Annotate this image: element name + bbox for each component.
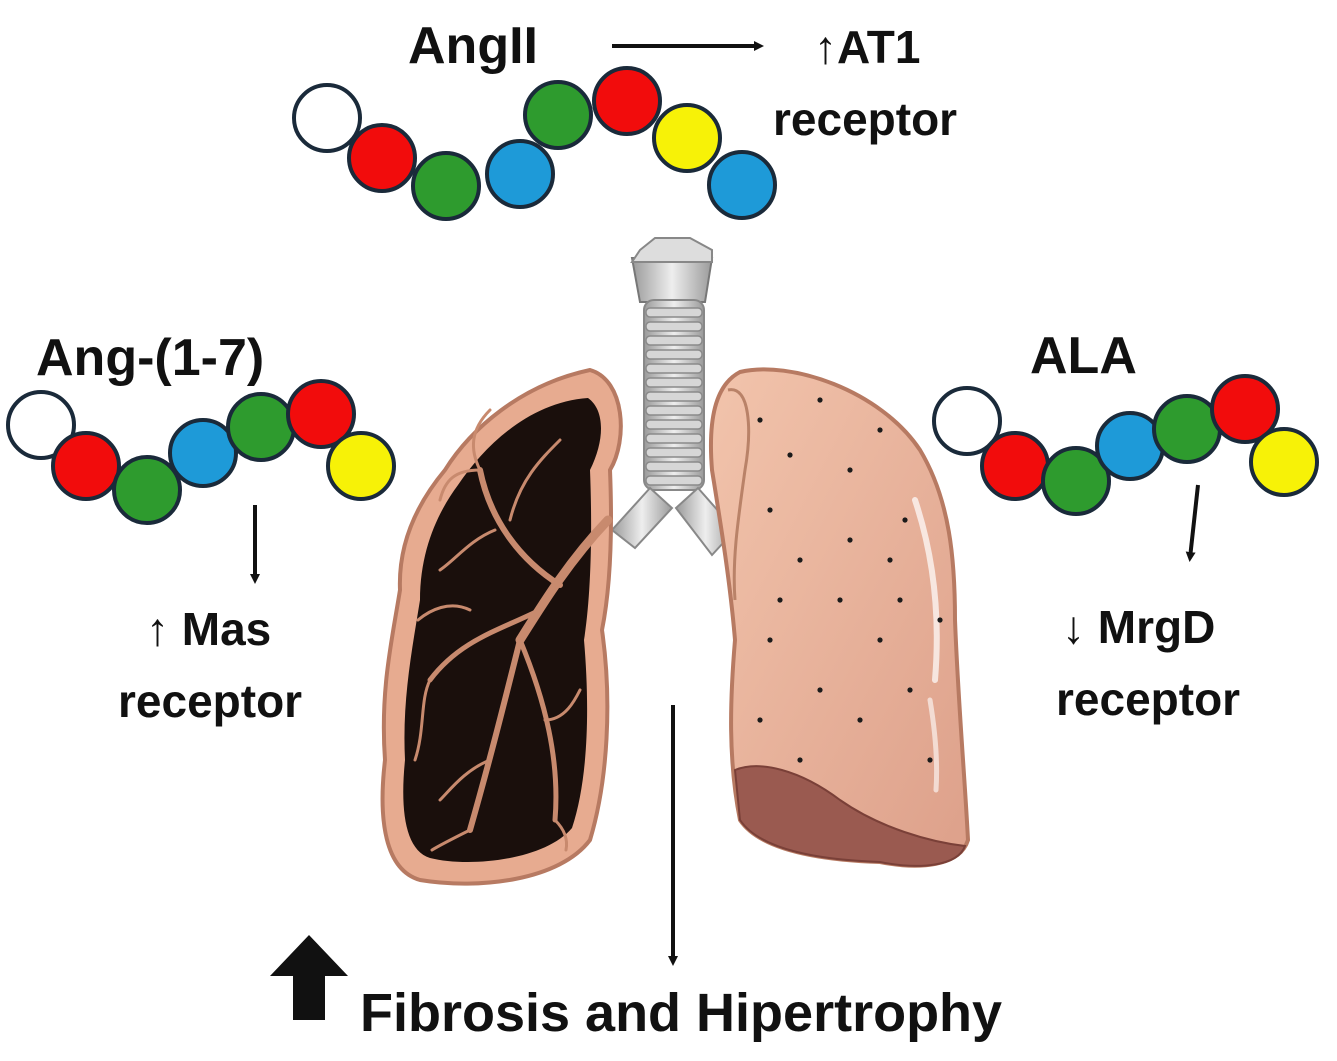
mrgd-effect-label: ↓ MrgD <box>1062 601 1216 653</box>
angii-bead-green <box>523 80 593 150</box>
ang17-bead-white <box>6 390 76 460</box>
ala-bead-yellow <box>1249 427 1319 497</box>
angii-bead-blue <box>707 150 777 220</box>
angii-bead-red <box>592 66 662 136</box>
left-lung-section <box>380 367 623 886</box>
ang17-bead-green <box>112 455 182 525</box>
mas-receptor-label: receptor <box>118 675 303 727</box>
ang17-bead-yellow <box>326 431 396 501</box>
angii-label: AngII <box>408 17 538 75</box>
angii-bead-red <box>347 123 417 193</box>
ang17-bead-red <box>286 379 356 449</box>
ala-bead-white <box>932 386 1002 456</box>
at1-effect-label: ↑AT1 <box>814 21 921 73</box>
ala-bead-green <box>1041 446 1111 516</box>
ala-bead-red <box>980 431 1050 501</box>
at1-receptor-label: receptor <box>773 93 958 145</box>
angii-bead-blue <box>485 139 555 209</box>
ala-bead-green <box>1152 394 1222 464</box>
right-lung <box>708 367 971 868</box>
angii-bead-white <box>292 83 362 153</box>
ang17-bead-red <box>51 431 121 501</box>
increase-arrow-icon <box>270 935 348 1020</box>
ang17-bead-green <box>226 392 296 462</box>
ang17-bead-blue <box>168 418 238 488</box>
lungs-illustration <box>380 237 971 886</box>
ang17-peptide-chain <box>6 379 396 525</box>
mrgd-receptor-label: receptor <box>1056 673 1241 725</box>
ala-bead-red <box>1210 374 1280 444</box>
ang17-label: Ang-(1-7) <box>36 329 265 387</box>
trachea <box>610 237 737 557</box>
angii-bead-yellow <box>652 103 722 173</box>
angii-bead-green <box>411 151 481 221</box>
ala-label: ALA <box>1030 327 1137 385</box>
ala-peptide-chain <box>932 374 1319 516</box>
mas-effect-label: ↑ Mas <box>146 603 272 655</box>
bronchial-tree <box>413 408 613 852</box>
ala-to-mrgd-arrow <box>1185 484 1200 562</box>
angii-peptide-chain <box>292 66 777 221</box>
outcome-label: Fibrosis and Hipertrophy <box>360 983 1003 1043</box>
